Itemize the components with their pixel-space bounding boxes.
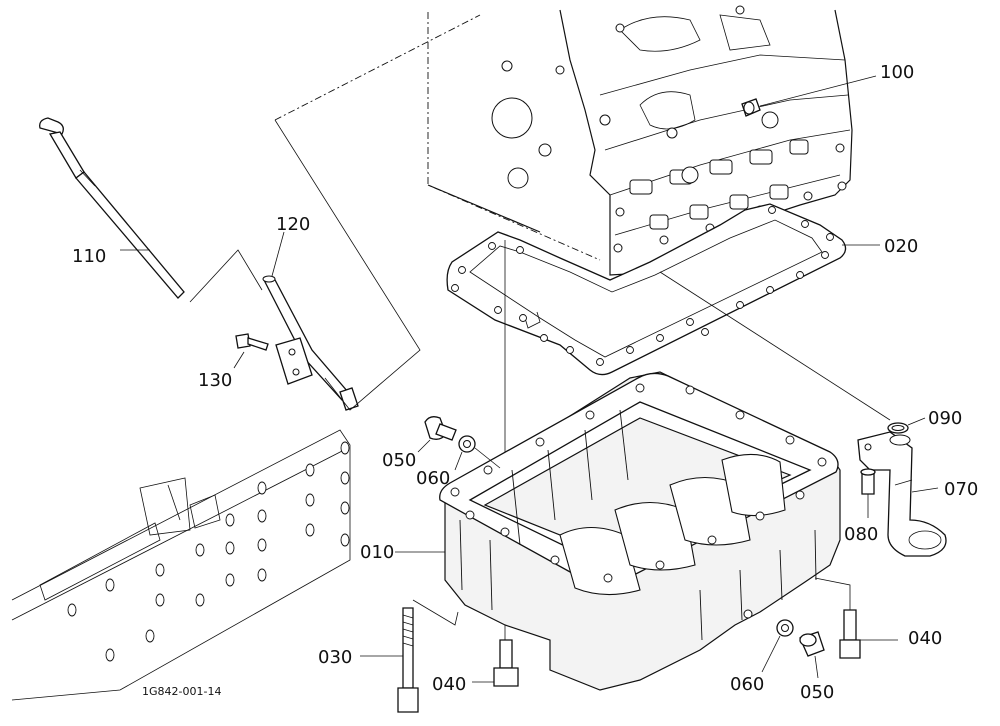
bolt-040-right (814, 577, 898, 659)
callout-110: 110 (72, 246, 106, 267)
diagram-code: 1G842-001-14 (142, 685, 221, 698)
oil-pan-010 (395, 371, 841, 691)
gasket-020 (446, 203, 880, 376)
callout-040-bottom: 040 (432, 674, 466, 695)
bolt-130 (233, 333, 269, 369)
stud-bolt-030 (360, 599, 459, 713)
o-ring-090 (887, 417, 926, 434)
callout-050-right: 050 (800, 682, 834, 703)
callout-labels: 100 020 110 120 130 090 050 060 070 080 … (72, 62, 978, 703)
callout-040-right: 040 (908, 628, 942, 649)
callout-120: 120 (276, 214, 310, 235)
oil-strainer-070 (857, 431, 947, 557)
callout-130: 130 (198, 370, 232, 391)
bolt-040-bottom (472, 639, 519, 687)
drain-plug-050-right (799, 631, 825, 679)
callout-080: 080 (844, 524, 878, 545)
dipstick-guide-120 (262, 231, 359, 411)
callout-010: 010 (360, 542, 394, 563)
callout-050-left: 050 (382, 450, 416, 471)
dipstick-110 (39, 117, 185, 299)
callout-060-left: 060 (416, 468, 450, 489)
plug-100 (741, 75, 877, 117)
washer-060-right (761, 619, 794, 673)
frame (11, 429, 351, 701)
engine-block (427, 5, 853, 276)
callout-020: 020 (884, 236, 918, 257)
bolt-080 (860, 468, 876, 518)
washer-060-left (454, 435, 501, 471)
callout-030: 030 (318, 647, 352, 668)
callout-100: 100 (880, 62, 914, 83)
callout-090: 090 (928, 408, 962, 429)
callout-060-right: 060 (730, 674, 764, 695)
drain-plug-050-left (417, 416, 457, 453)
callout-070: 070 (944, 479, 978, 500)
